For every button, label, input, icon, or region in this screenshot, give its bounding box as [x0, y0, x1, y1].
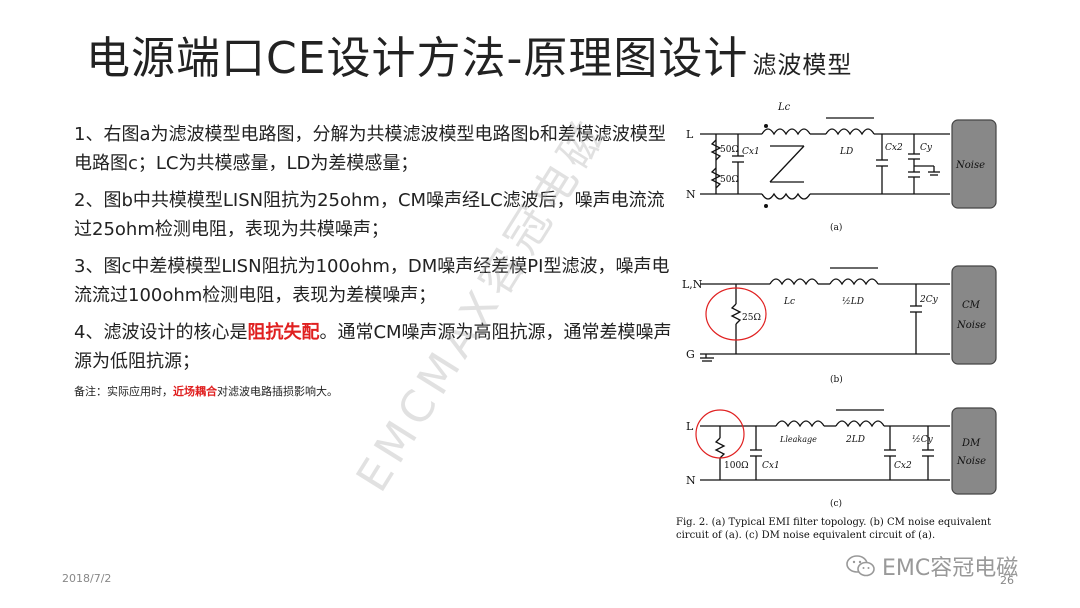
label-c-noise1: DM: [961, 438, 981, 449]
point-3: 3、图c中差模模型LISN阻抗为100ohm，DM噪声经差模PI型滤波，噪声电流…: [74, 256, 670, 306]
label-c-cy: ½Cy: [912, 434, 934, 445]
brand-name: EMC容冠电磁: [882, 556, 1019, 581]
point-4: 4、滤波设计的核心是阻抗失配。通常CM噪声源为高阻抗源，通常差模噪声源为低阻抗源…: [74, 318, 674, 376]
label-c-L: L: [686, 420, 694, 433]
label-a-N: N: [686, 188, 696, 201]
label-b-noise1: CM: [962, 300, 981, 311]
highlight-circle-c: [695, 409, 745, 459]
label-a-r2: 50Ω: [720, 175, 739, 185]
label-b-tag: (b): [830, 374, 843, 385]
label-c-N: N: [686, 474, 696, 487]
label-a-cx2: Cx2: [885, 143, 903, 153]
body-text: 1、右图a为滤波模型电路图，分解为共模滤波模型电路图b和差模滤波模型电路图c；L…: [74, 120, 674, 400]
label-b-LN: L,N: [682, 278, 703, 291]
noise-box-a: [951, 119, 997, 209]
note-suffix: 对滤波电路插损影响大。: [217, 385, 338, 398]
point-1: 1、右图a为滤波模型电路图，分解为共模滤波模型电路图b和差模滤波模型电路图c；L…: [74, 124, 666, 174]
label-c-r: 100Ω: [724, 461, 749, 471]
label-c-lleak: Lleakage: [779, 435, 817, 444]
label-b-lc: Lc: [783, 297, 795, 307]
label-b-cy: 2Cy: [919, 295, 939, 305]
note: 备注：实际应用时，近场耦合对滤波电路插损影响大。: [74, 384, 674, 400]
label-a-tag: (a): [830, 222, 842, 233]
label-b-G: G: [686, 348, 695, 361]
label-c-tag: (c): [830, 498, 842, 509]
label-c-cx2: Cx2: [894, 461, 912, 471]
label-c-cx1: Cx1: [762, 461, 780, 471]
point-4-prefix: 4、滤波设计的核心是: [74, 322, 248, 343]
highlight-circle-b: [705, 287, 767, 341]
title-sub: 滤波模型: [752, 51, 853, 79]
wechat-icon: [846, 555, 875, 577]
label-b-r: 25Ω: [742, 313, 761, 323]
label-a-lc: Lc: [777, 102, 791, 113]
label-a-r1: 50Ω: [720, 145, 739, 155]
label-a-ld: LD: [839, 147, 853, 157]
label-a-cx1: Cx1: [742, 147, 760, 157]
point-4-suffix: 。通常CM噪声源为高阻抗源，通常差模噪声源为低阻抗源；: [74, 322, 672, 372]
title-main: 电源端口CE设计方法-原理图设计: [86, 33, 749, 84]
footer-brand: EMC容冠电磁: [846, 550, 1018, 582]
label-a-noise: Noise: [955, 160, 985, 171]
circuit-diagram: L N 50Ω 50Ω Cx1 Lc LD Cx2 Cy Noise (a) L…: [682, 102, 997, 509]
noise-box-b: [951, 265, 997, 365]
label-a-cy: Cy: [920, 143, 933, 153]
note-highlight: 近场耦合: [173, 385, 217, 398]
label-a-L: L: [686, 128, 694, 141]
point-2: 2、图b中共模模型LISN阻抗为25ohm，CM噪声经LC滤波后，噪声电流流过2…: [74, 190, 665, 240]
label-c-noise2: Noise: [956, 456, 986, 467]
label-b-ld: ½LD: [842, 296, 864, 307]
label-c-ld: 2LD: [845, 435, 865, 445]
note-prefix: 备注：实际应用时，: [74, 385, 173, 398]
page-title: 电源端口CE设计方法-原理图设计滤波模型: [86, 22, 852, 86]
page-number: 26: [1000, 574, 1014, 587]
figure-caption: Fig. 2. (a) Typical EMI filter topology.…: [676, 517, 992, 541]
footer-date: 2018/7/2: [62, 572, 112, 585]
noise-box-c: [951, 407, 997, 495]
point-4-highlight: 阻抗失配: [247, 322, 320, 343]
label-b-noise2: Noise: [956, 320, 986, 331]
